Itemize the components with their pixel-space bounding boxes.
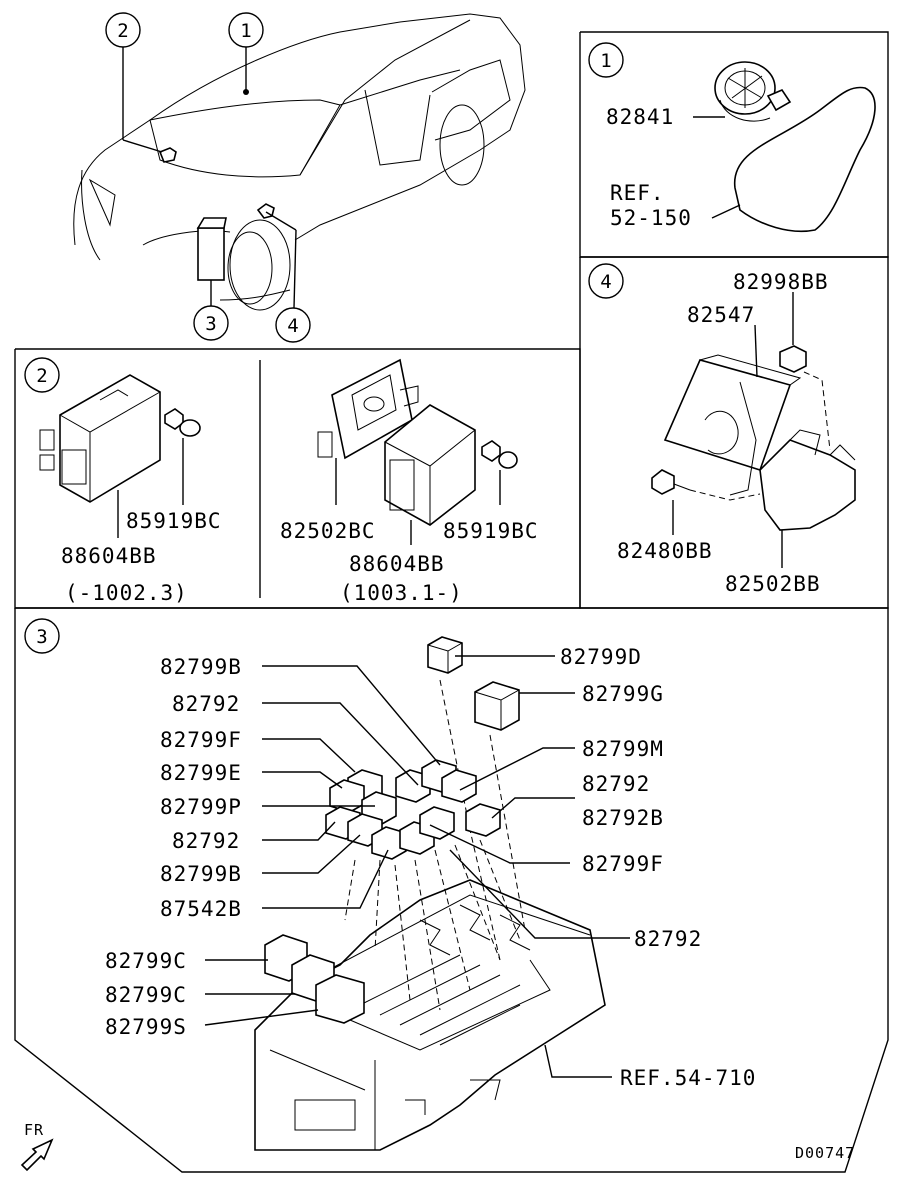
callout-circle-4-top: 4 bbox=[275, 307, 311, 343]
part-label-82480bb: 82480BB bbox=[617, 539, 713, 563]
part-label-82792-1: 82792 bbox=[172, 692, 240, 716]
ref-52-150-glass bbox=[734, 86, 876, 233]
range-label-left: (-1002.3) bbox=[65, 581, 188, 605]
part-82480bb-drawing bbox=[651, 469, 675, 495]
part-82841-drawing bbox=[714, 61, 792, 122]
part-label-82799f-1: 82799F bbox=[160, 728, 242, 752]
part-label-82799s: 82799S bbox=[105, 1015, 187, 1039]
part-label-82502bb: 82502BB bbox=[725, 572, 821, 596]
part-label-82792-r: 82792 bbox=[582, 772, 650, 796]
right-bolt-drawing bbox=[481, 440, 501, 462]
panel-number: 2 bbox=[36, 365, 47, 387]
panel-2: 2 85919BC 88604BB (-1002.3) bbox=[24, 357, 539, 605]
relay-cluster-upper bbox=[329, 759, 501, 837]
part-label-85919bc-right: 85919BC bbox=[443, 519, 539, 543]
part-label-82841: 82841 bbox=[606, 105, 674, 129]
part-82998bb-drawing bbox=[779, 345, 807, 373]
part-label-82799b-1: 82799B bbox=[160, 655, 242, 679]
part-label-85919bc-left: 85919BC bbox=[126, 509, 222, 533]
part-82502bb-drawing bbox=[759, 439, 856, 531]
front-label: FR bbox=[24, 1121, 44, 1139]
part-label-82547: 82547 bbox=[687, 303, 755, 327]
vehicle-callouts bbox=[122, 47, 297, 309]
part-label-82799e: 82799E bbox=[160, 761, 242, 785]
callout-circle-2-top: 2 bbox=[105, 12, 141, 48]
arrow-down-left-icon bbox=[20, 1138, 54, 1172]
panel-3-leader-lines bbox=[204, 655, 630, 1078]
part-label-82998bb: 82998BB bbox=[733, 270, 829, 294]
part-label-82792-2: 82792 bbox=[172, 829, 240, 853]
callout-number: 2 bbox=[117, 20, 128, 42]
panel-number: 4 bbox=[600, 271, 611, 293]
callout-number: 3 bbox=[205, 313, 216, 335]
right-module-drawing bbox=[384, 404, 476, 526]
part-label-82799b-2: 82799B bbox=[160, 862, 242, 886]
panel-3: 3 bbox=[24, 618, 756, 1151]
callout-number: 4 bbox=[287, 315, 298, 337]
panel-1: 1 82841 REF. 52-150 bbox=[588, 42, 876, 233]
callout-circle-1-top: 1 bbox=[228, 12, 264, 48]
callout-circle-3-top: 3 bbox=[193, 305, 229, 341]
part-label-82799c-1: 82799C bbox=[105, 949, 187, 973]
part-label-82799d: 82799D bbox=[560, 645, 642, 669]
diagram-id: D00747 bbox=[795, 1144, 855, 1162]
part-82547-drawing bbox=[663, 359, 792, 471]
part-label-82799c-2: 82799C bbox=[105, 983, 187, 1007]
part-label-82792-r2: 82792 bbox=[634, 927, 702, 951]
part-label-82799g: 82799G bbox=[582, 682, 664, 706]
junction-block-drawing bbox=[254, 879, 606, 1151]
callout-number: 1 bbox=[240, 20, 251, 42]
relay-cluster-left bbox=[264, 934, 365, 1024]
part-label-82799p: 82799P bbox=[160, 795, 242, 819]
panel-4: 4 82998BB 82547 82480BB 82502BB bbox=[588, 263, 856, 596]
part-label-82799m: 82799M bbox=[582, 737, 664, 761]
part-label-87542b: 87542B bbox=[160, 897, 242, 921]
relay-82799d bbox=[427, 636, 463, 674]
part-label-82792b: 82792B bbox=[582, 806, 664, 830]
ref-label-line1: REF. bbox=[610, 181, 665, 205]
front-direction-indicator: FR bbox=[20, 1121, 54, 1172]
relay-82799g bbox=[474, 681, 520, 731]
panel-frames bbox=[14, 31, 889, 1173]
part-label-88604bb-right: 88604BB bbox=[349, 552, 445, 576]
vehicle-illustration bbox=[73, 13, 526, 311]
part-label-82502bc: 82502BC bbox=[280, 519, 376, 543]
part-label-88604bb-left: 88604BB bbox=[61, 544, 157, 568]
panel-number: 3 bbox=[36, 626, 47, 648]
part-label-82799f-r: 82799F bbox=[582, 852, 664, 876]
left-module-drawing bbox=[39, 374, 161, 503]
panel-number: 1 bbox=[600, 50, 611, 72]
ref-label-line2: 52-150 bbox=[610, 206, 692, 230]
range-label-right: (1003.1-) bbox=[340, 581, 463, 605]
relay-cluster-lower bbox=[325, 806, 455, 860]
ref-label-54-710: REF.54-710 bbox=[620, 1066, 756, 1090]
